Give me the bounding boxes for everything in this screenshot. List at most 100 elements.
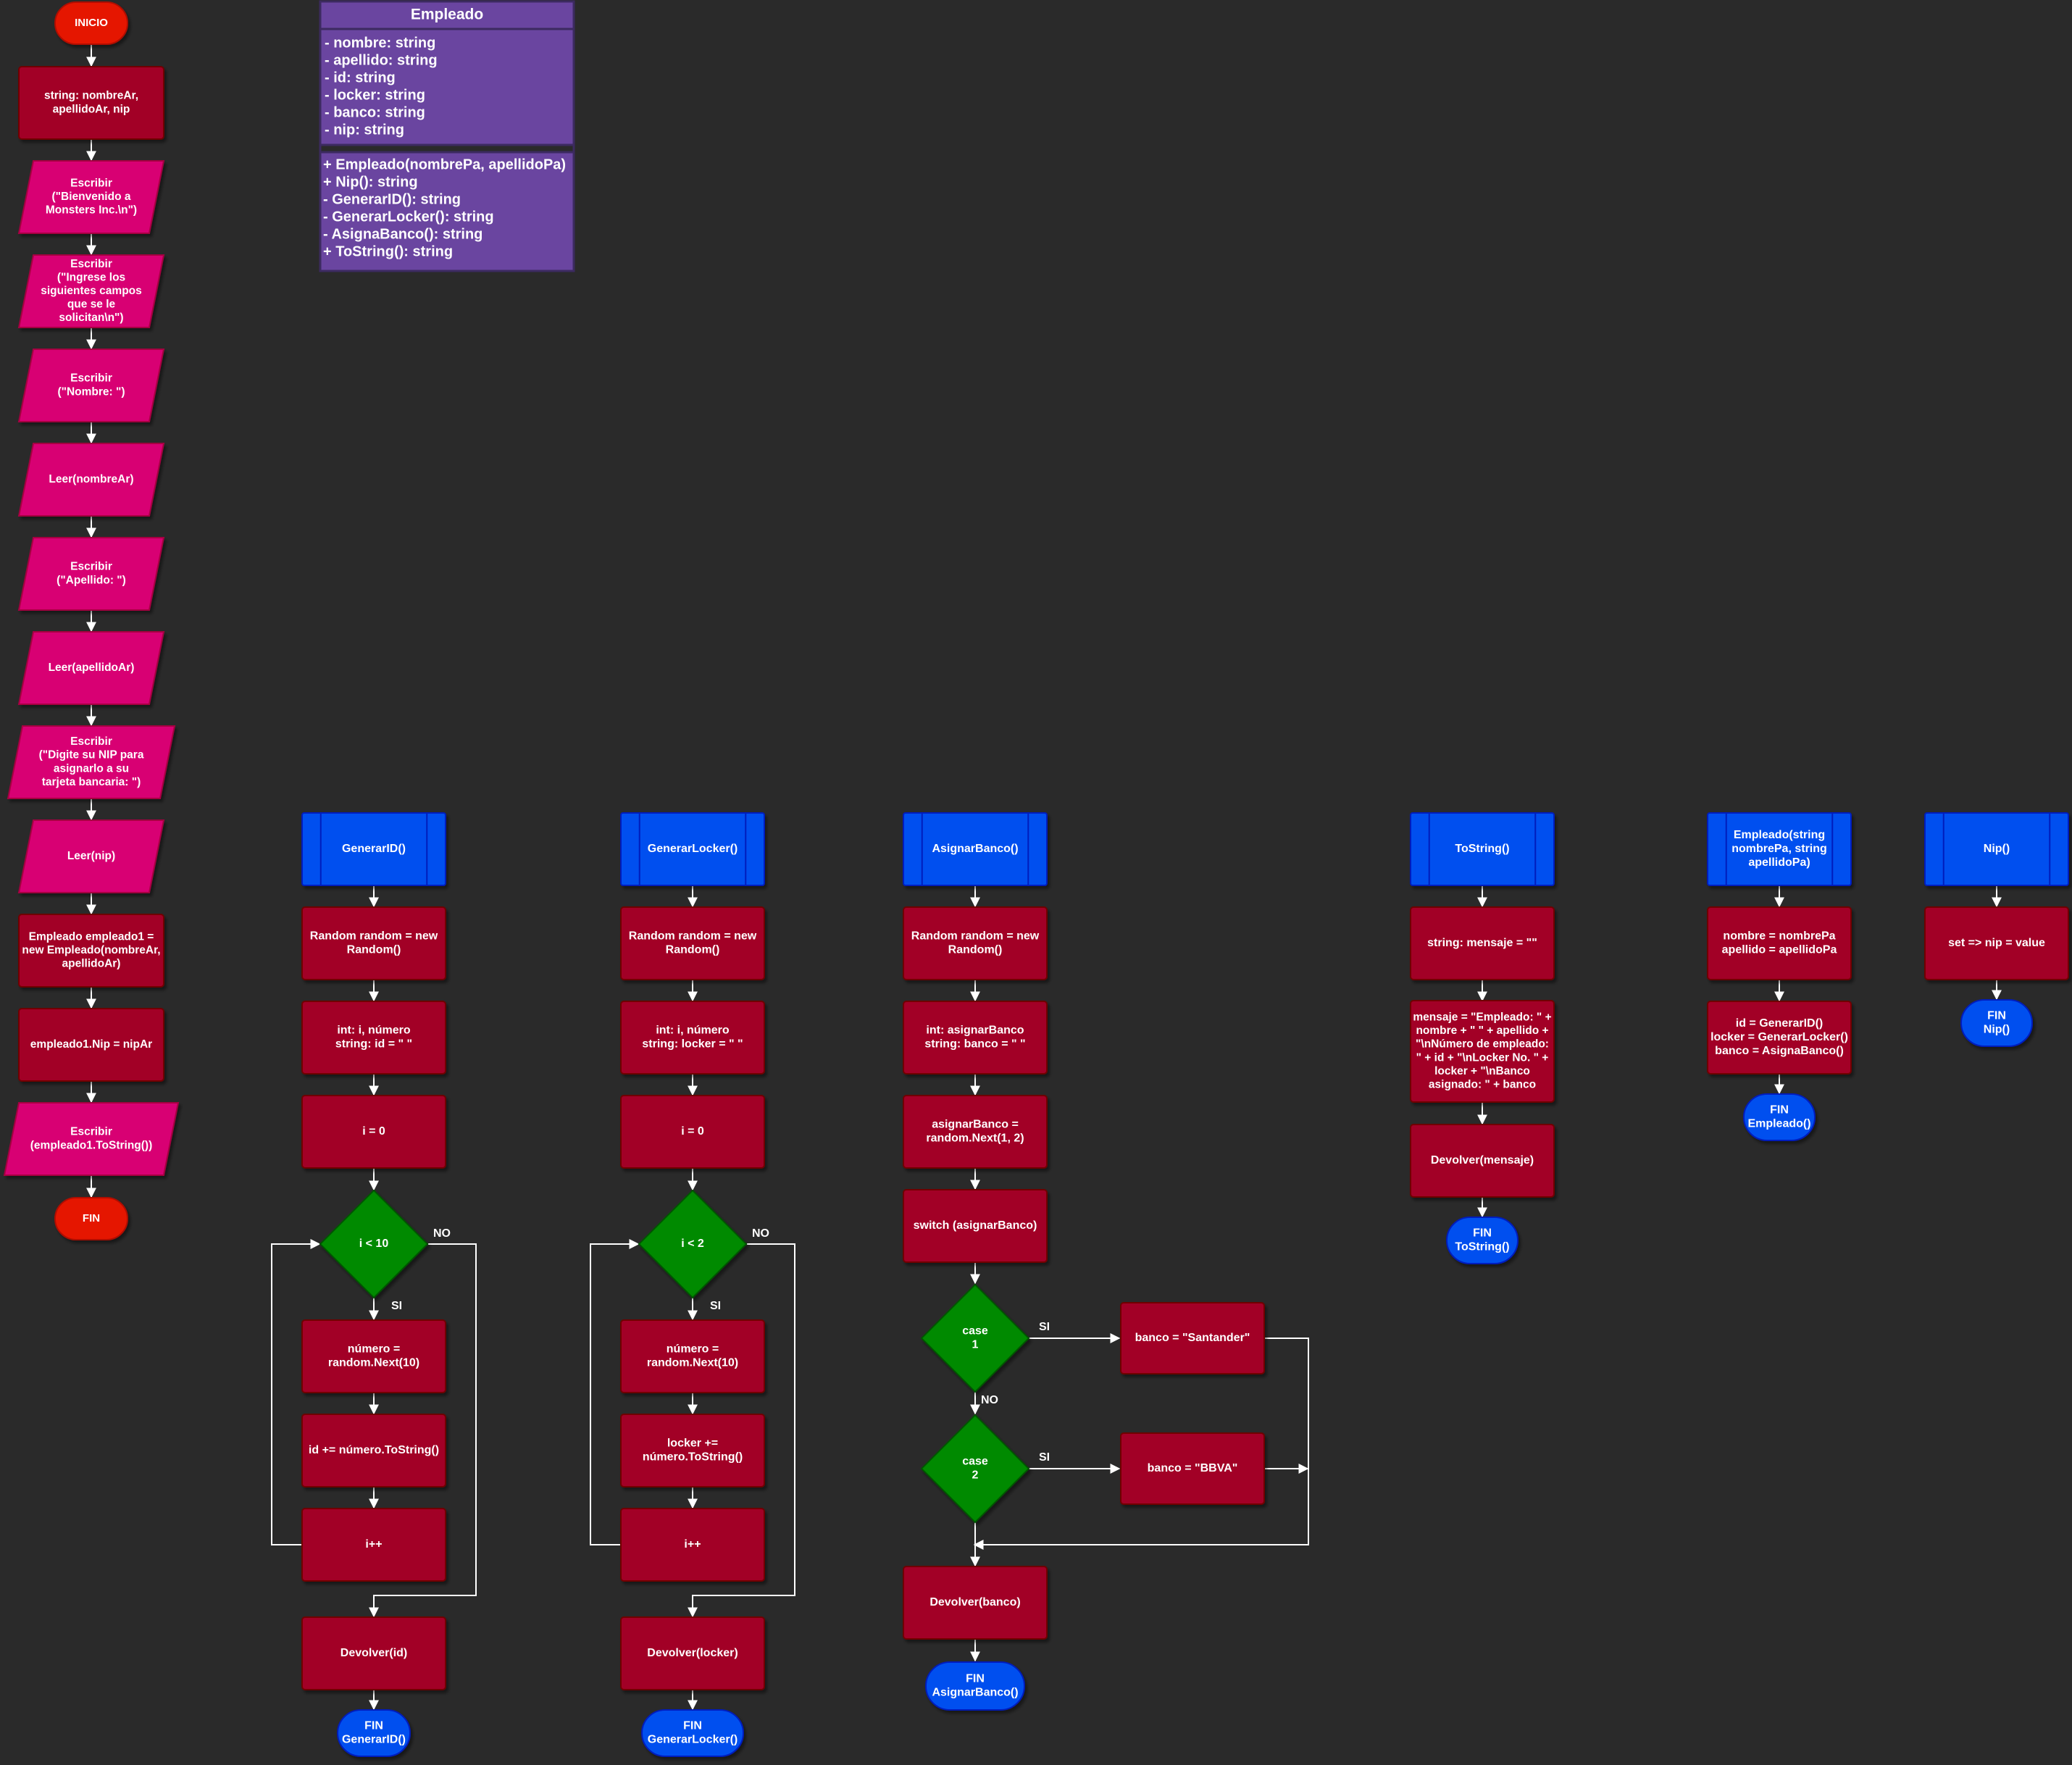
- main-write-nip-prompt-shape: [7, 725, 176, 799]
- asignar-banco-set-santander-label-line: banco = "Santander": [1135, 1332, 1250, 1344]
- generar-locker-init-i[interactable]: i = 0: [620, 1095, 765, 1169]
- to-string-declare-mensaje[interactable]: string: mensaje = "": [1410, 906, 1555, 980]
- generar-id-increment[interactable]: i++: [301, 1508, 446, 1582]
- main-end-terminal-shape: [54, 1197, 128, 1240]
- main-read-nombre-label-line: Leer(nombreAr): [49, 473, 133, 485]
- asignar-banco-header-shape: [903, 812, 1048, 886]
- generar-locker-loop-condition[interactable]: i < 2: [638, 1189, 748, 1299]
- main-declare-vars[interactable]: string: nombreAr,apellidoAr, nip: [18, 66, 164, 140]
- generar-locker-return[interactable]: Devolver(locker): [620, 1616, 765, 1690]
- asignar-banco-set-santander[interactable]: banco = "Santander": [1120, 1302, 1265, 1374]
- generar-locker-header[interactable]: GenerarLocker(): [620, 812, 765, 886]
- uml-class-frame: [319, 0, 575, 272]
- main-write-tostring-label-line: Escribir: [70, 1126, 112, 1138]
- main-write-tostring-label-line: (empleado1.ToString()): [30, 1139, 153, 1151]
- generar-locker-random-number-label-line: número =: [667, 1343, 719, 1356]
- main-read-apellido[interactable]: Leer(apellidoAr): [17, 631, 165, 705]
- constructor-header-label-line: apellidoPa): [1748, 856, 1810, 869]
- main-write-nip-prompt-label-line: ("Digite su NIP para: [39, 749, 144, 762]
- main-read-nombre[interactable]: Leer(nombreAr): [17, 443, 165, 517]
- asignar-banco-header[interactable]: AsignarBanco(): [903, 812, 1048, 886]
- asignar-banco-switch[interactable]: switch (asignarBanco): [903, 1189, 1048, 1263]
- generar-id-return[interactable]: Devolver(id): [301, 1616, 446, 1690]
- nip-set-value-label: set => nip = value: [1948, 937, 2045, 949]
- generar-id-random-number-label-line: random.Next(10): [328, 1357, 419, 1369]
- generar-id-random-number[interactable]: número =random.Next(10): [301, 1319, 446, 1393]
- generar-locker-increment[interactable]: i++: [620, 1508, 765, 1582]
- nip-header[interactable]: Nip(): [1924, 812, 2069, 886]
- to-string-header-label-line: ToString(): [1455, 843, 1509, 855]
- nip-set-value[interactable]: set => nip = value: [1924, 906, 2069, 980]
- main-write-tostring[interactable]: Escribir(empleado1.ToString()): [3, 1102, 180, 1176]
- generar-id-init-i[interactable]: i = 0: [301, 1095, 446, 1169]
- main-read-nip-shape: [17, 819, 165, 893]
- main-create-empleado[interactable]: Empleado empleado1 =new Empleado(nombreA…: [18, 914, 164, 988]
- asignar-banco-case-1-shape: [920, 1283, 1030, 1393]
- generar-locker-random-number[interactable]: número =random.Next(10): [620, 1319, 765, 1393]
- main-create-empleado-label: Empleado empleado1 =new Empleado(nombreA…: [22, 930, 160, 969]
- asignar-banco-case1-yes-label: SI: [1039, 1321, 1050, 1333]
- asignar-banco-set-bbva[interactable]: banco = "BBVA": [1120, 1432, 1265, 1505]
- to-string-build-mensaje[interactable]: mensaje = "Empleado: " +nombre + " " + a…: [1410, 1000, 1555, 1103]
- to-string-header[interactable]: ToString(): [1410, 812, 1555, 886]
- asignar-banco-random-bank[interactable]: asignarBanco =random.Next(1, 2): [903, 1095, 1048, 1169]
- main-write-nombre-prompt[interactable]: Escribir("Nombre: "): [17, 349, 165, 422]
- main-read-nombre-label: Leer(nombreAr): [49, 473, 133, 485]
- to-string-return[interactable]: Devolver(mensaje): [1410, 1124, 1555, 1198]
- main-start-terminal-label-line: INICIO: [75, 17, 108, 29]
- main-read-nip[interactable]: Leer(nip): [17, 819, 165, 893]
- asignar-banco-declare-vars-shape: [903, 1001, 1048, 1075]
- to-string-header-label: ToString(): [1455, 843, 1509, 855]
- generar-locker-return-label-line: Devolver(locker): [647, 1647, 738, 1659]
- generar-id-loop-condition-label: i < 10: [359, 1238, 389, 1250]
- main-assign-nip[interactable]: empleado1.Nip = nipAr: [18, 1008, 164, 1082]
- main-start-terminal[interactable]: INICIO: [54, 1, 128, 45]
- generar-locker-init-i-label-line: i = 0: [681, 1125, 704, 1138]
- generar-locker-append[interactable]: locker +=número.ToString(): [620, 1414, 765, 1487]
- asignar-banco-set-santander-shape: [1120, 1302, 1265, 1374]
- generar-id-loop-condition[interactable]: i < 10: [319, 1189, 429, 1299]
- generar-locker-no-label: NO: [752, 1227, 769, 1240]
- asignar-banco-new-random-shape: [903, 906, 1048, 980]
- main-write-apellido-prompt[interactable]: Escribir("Apellido: "): [17, 537, 165, 611]
- constructor-assign-generated[interactable]: id = GenerarID()locker = GenerarLocker()…: [1707, 1001, 1852, 1075]
- constructor-assign-generated-label-line: id = GenerarID(): [1736, 1017, 1823, 1030]
- main-end-terminal[interactable]: FIN: [54, 1197, 128, 1240]
- asignar-banco-return[interactable]: Devolver(banco): [903, 1566, 1048, 1640]
- generar-id-header[interactable]: GenerarID(): [301, 812, 446, 886]
- generar-locker-yes-label: SI: [710, 1300, 721, 1312]
- to-string-build-mensaje-label-line: "\nNúmero de empleado:: [1416, 1038, 1549, 1051]
- asignar-banco-end-terminal-label-line: AsignarBanco(): [932, 1687, 1018, 1699]
- constructor-assign-generated-shape: [1707, 1001, 1852, 1075]
- generar-id-append[interactable]: id += número.ToString(): [301, 1414, 446, 1487]
- main-write-welcome-label-line: ("Bienvenido a: [52, 191, 131, 203]
- constructor-end-terminal-label-line: FIN: [1770, 1104, 1789, 1117]
- generar-locker-loop-condition-label-line: i < 2: [681, 1238, 704, 1250]
- main-write-instructions-shape: [17, 254, 165, 328]
